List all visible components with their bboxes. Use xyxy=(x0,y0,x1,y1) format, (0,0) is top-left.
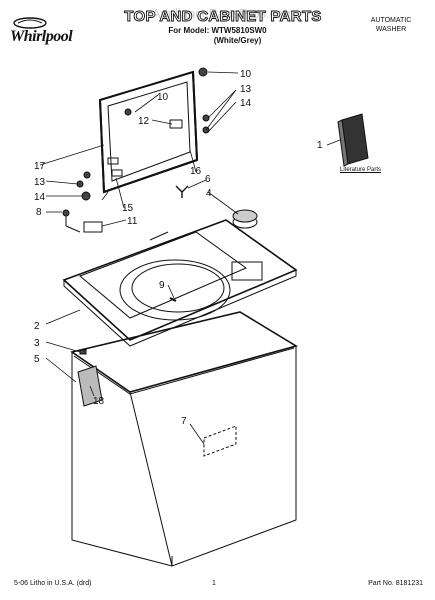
callout-3: 3 xyxy=(34,338,40,349)
model-line: For Model: WTW5810SW0 xyxy=(168,26,267,35)
part-number: Part No. 8181231 xyxy=(368,580,423,587)
product-type: AUTOMATIC WASHER xyxy=(370,17,412,33)
callout-14a: 14 xyxy=(240,98,252,109)
page-title: TOP AND CABINET PARTS xyxy=(124,8,322,26)
brand-name: Whirlpool xyxy=(10,28,73,45)
cabinet xyxy=(70,311,298,567)
callout-12: 12 xyxy=(138,116,150,127)
logo-swoosh-icon xyxy=(13,17,47,29)
callout-1: 1 xyxy=(317,140,323,151)
callout-4: 4 xyxy=(206,188,212,199)
callout-13a: 13 xyxy=(240,84,252,95)
model-variant: (White/Grey) xyxy=(213,36,262,45)
footer-print-info: 5-06 Litho in U.S.A. (drd) xyxy=(14,580,92,587)
callout-6: 6 xyxy=(205,174,211,185)
callout-18: 18 xyxy=(93,396,105,407)
callout-numbers: 1 2 3 4 5 6 7 8 9 10 10 11 12 13 13 14 1… xyxy=(34,69,323,427)
callout-5: 5 xyxy=(34,354,40,365)
callout-16: 16 xyxy=(190,166,202,177)
top-panel xyxy=(62,219,298,347)
page-number: 1 xyxy=(212,580,216,587)
watermark: AppliancePartsPros.com xyxy=(151,6,295,21)
callout-10a: 10 xyxy=(240,69,252,80)
callout-8: 8 xyxy=(36,207,42,218)
literature-booklet xyxy=(337,113,369,167)
callout-13b: 13 xyxy=(34,177,46,188)
callout-leaders xyxy=(39,71,341,445)
literature-parts-label: Literature Parts xyxy=(340,167,382,173)
whirlpool-logo: Whirlpool xyxy=(10,16,90,46)
callout-11: 11 xyxy=(127,216,138,227)
callout-2: 2 xyxy=(34,321,40,332)
callout-10b: 10 xyxy=(157,92,169,103)
callout-14b: 14 xyxy=(34,192,46,203)
callout-17: 17 xyxy=(34,161,46,172)
lid-assembly xyxy=(98,70,199,194)
callout-9: 9 xyxy=(159,280,165,291)
lid-switch xyxy=(62,209,103,233)
dispenser-cup xyxy=(232,209,258,229)
callout-7: 7 xyxy=(181,416,187,427)
callout-15: 15 xyxy=(122,203,134,214)
